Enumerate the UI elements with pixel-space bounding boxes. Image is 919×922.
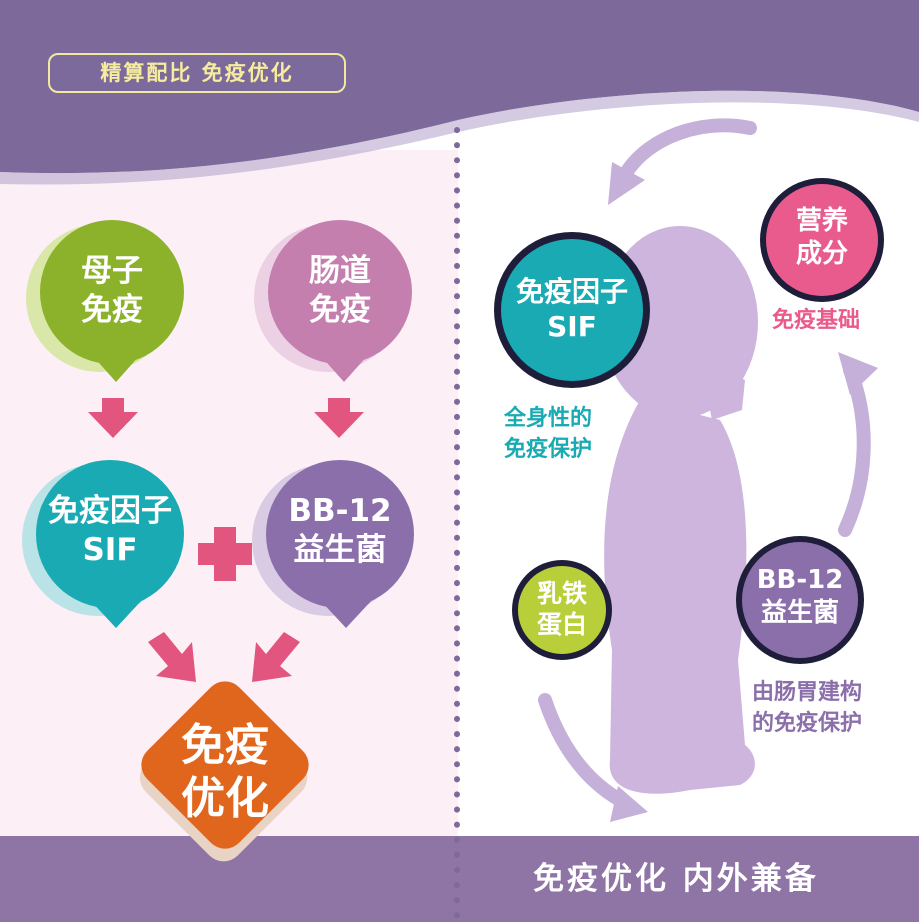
- label-result: 免疫 优化: [160, 720, 290, 826]
- label-line: 免疫因子: [515, 275, 628, 308]
- cycle-arrowhead-right: [838, 352, 878, 395]
- footer-slogan: 免疫优化 内外兼备: [533, 861, 819, 897]
- label-line: SIF: [82, 531, 138, 568]
- label-bb12-left: BB-12 益生菌: [270, 492, 410, 570]
- label-line: 优化: [181, 772, 269, 824]
- circle-lactoferrin: [512, 560, 612, 660]
- bottom-purple-band: [0, 836, 919, 922]
- label-sif-left: 免疫因子 SIF: [40, 492, 180, 570]
- diag-arrow-left: [148, 632, 196, 682]
- caption-line: 全身性的: [504, 406, 593, 431]
- circle-bb12-right: [736, 536, 864, 664]
- caption-nutrition: 免疫基础: [772, 308, 861, 333]
- cycle-arrowhead-top: [608, 162, 645, 205]
- label-sif-right: 免疫因子 SIF: [506, 274, 638, 344]
- cycle-arrowhead-bottom: [610, 786, 648, 822]
- label-line: 肠道: [309, 253, 371, 289]
- circle-nutrition: [760, 178, 884, 302]
- label-line: 乳铁: [536, 579, 587, 608]
- label-line: 益生菌: [760, 597, 839, 628]
- bubble-sif-left: [22, 460, 184, 628]
- header-tag: 精算配比 免疫优化: [48, 53, 346, 93]
- label-line: 营养: [795, 206, 848, 236]
- top-purple-wave: [0, 0, 919, 174]
- label-line: 免疫: [181, 720, 269, 771]
- diag-arrow-right: [252, 632, 300, 682]
- circle-sif-right: [494, 232, 650, 388]
- label-line: 成分: [795, 238, 848, 269]
- caption-bb12: 由肠胃建构 的免疫保护: [752, 678, 862, 740]
- top-wave-edge: [0, 90, 919, 185]
- down-arrow-right: [314, 398, 364, 438]
- caption-line: 由肠胃建构: [752, 680, 863, 705]
- label-line: SIF: [547, 310, 597, 343]
- plus-icon: [198, 527, 252, 581]
- down-arrow-left: [88, 398, 138, 438]
- bubble-bb12-left: [252, 460, 414, 628]
- label-line: 免疫: [81, 291, 143, 328]
- label-gut-immunity: 肠道 免疫: [284, 252, 396, 330]
- label-line: 免疫: [309, 291, 371, 328]
- label-maternal-immunity: 母子 免疫: [56, 252, 168, 330]
- label-bb12-right: BB-12 益生菌: [742, 564, 858, 629]
- label-lactoferrin: 乳铁 蛋白: [518, 578, 606, 641]
- label-line: 蛋白: [536, 610, 587, 640]
- label-nutrition: 营养 成分: [772, 205, 872, 270]
- label-line: 免疫因子: [48, 493, 172, 529]
- caption-line: 免疫保护: [504, 436, 593, 462]
- label-line: 益生菌: [293, 531, 387, 568]
- label-line: BB-12: [288, 493, 392, 529]
- caption-sif: 全身性的 免疫保护: [504, 404, 592, 466]
- result-diamond: [139, 681, 309, 862]
- bubble-maternal-immunity: [26, 220, 184, 382]
- bubble-gut-immunity: [254, 220, 412, 382]
- label-line: BB-12: [756, 565, 844, 595]
- label-line: 母子: [81, 253, 143, 289]
- caption-line: 的免疫保护: [752, 710, 863, 736]
